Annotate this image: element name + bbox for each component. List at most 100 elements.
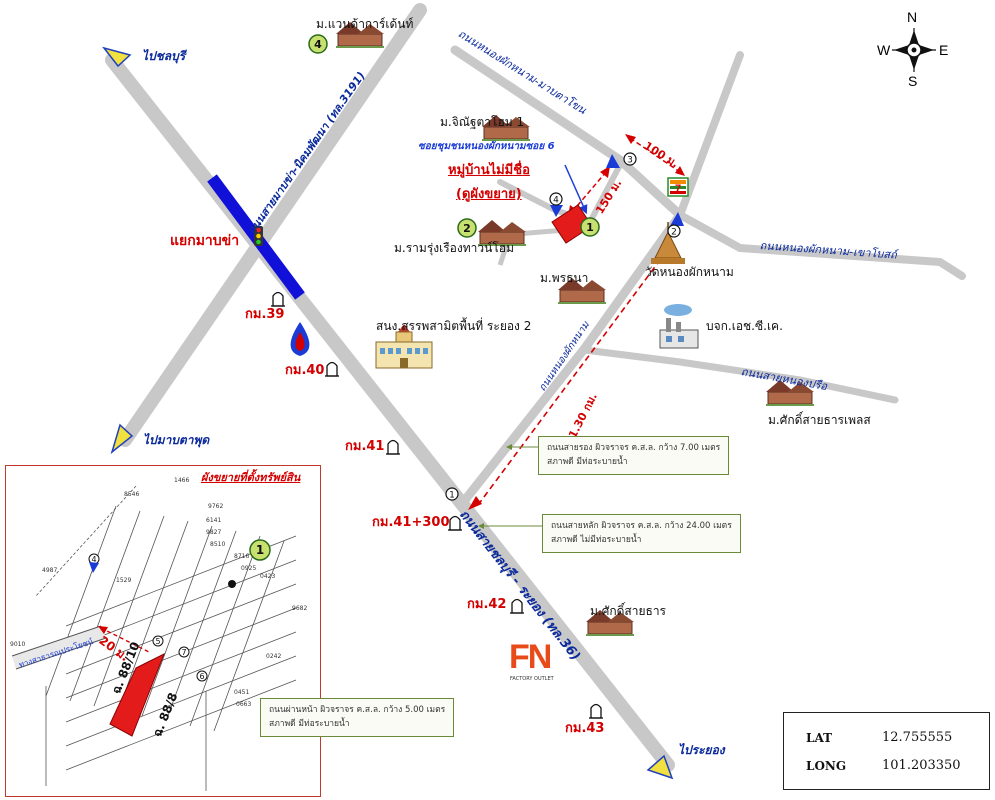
inset-road [12, 626, 106, 669]
label-village-title: หมู่บ้านไม่มีชื่อ [448, 163, 530, 178]
label-km42: กม.42 [467, 597, 507, 612]
note-secondary-road: ถนนสายรอง ผิวจราจร ค.ส.ล. กว้าง 7.00 เมต… [538, 436, 730, 476]
lot-boundary [45, 505, 117, 697]
seven-eleven-icon: 7 [667, 177, 689, 197]
number-badge: 4 [549, 192, 563, 206]
house-icon [482, 115, 530, 141]
fn-logo-sub: FACTORY OUTLET [510, 676, 554, 682]
badge-number: 1 [586, 221, 594, 234]
inset-tri-4 [89, 562, 99, 573]
km-stone-icon [325, 361, 339, 377]
arrow-to-rayong [646, 754, 674, 780]
inset-dist-line [100, 627, 152, 654]
plot-number: 8510 [210, 541, 226, 548]
lot-boundary [165, 530, 237, 722]
inset-number-badge: 5 [152, 635, 164, 647]
plot-number: 9762 [208, 503, 224, 510]
note-main-line1: ถนนสายหลัก ผิวจราจร ค.ส.ล. กว้าง 24.00 เ… [551, 521, 732, 531]
factory-icon [659, 304, 699, 349]
house-icon [766, 380, 814, 406]
house-icon [478, 220, 526, 246]
lot-boundary [65, 655, 297, 747]
label-soi: ซอยชุมชนหนองผักหนามซอย 6 [418, 141, 555, 152]
white-badges: 4 3 2 1 [445, 152, 681, 501]
label-wonderland: ม.แวนด้าการ์เด้นท์ [316, 17, 414, 31]
house-icon [558, 278, 606, 304]
km-stone-icon [510, 598, 524, 614]
plot-number: 0663 [236, 701, 252, 708]
note-secondary-line2: สภาพดี มีท่อระบายน้ำ [547, 456, 628, 467]
inset-road-edge-a [11, 625, 102, 657]
green-badge: 4 [308, 34, 328, 54]
label-ramrung: ม.รามรุ่งเรืองทาวน์โฮม [394, 241, 515, 255]
plot-number: 9682 [292, 605, 308, 612]
direction-arrows [102, 46, 674, 780]
dist-150-arrow [600, 166, 610, 178]
badge-number: 4 [91, 555, 96, 564]
inset-lots: 4 5 7 6 1 [35, 485, 297, 791]
km-stone-icon [271, 291, 285, 307]
svg-text:7: 7 [675, 183, 681, 195]
lat-value: 12.755555 [882, 730, 953, 745]
compass-w: W [877, 42, 891, 58]
road-3191 [118, 3, 427, 447]
label-village-sub: (ดูผังขยาย) [456, 187, 522, 202]
plot-number: 6141 [206, 517, 222, 524]
office-building-icon [375, 324, 433, 369]
compass-e: E [939, 42, 949, 58]
gas-station-icon [290, 322, 310, 356]
green-badge: 1 [580, 217, 600, 237]
fn-logo: FN [509, 638, 552, 676]
label-saksit-pless: ม.ศักดิ์สายธารเพลส [768, 413, 871, 427]
plot-number: 0451 [234, 689, 250, 696]
badge-number: 3 [627, 156, 633, 166]
inset-dist-arrow [98, 626, 108, 634]
number-badge: 3 [623, 152, 637, 166]
label-jinjutha: ม.จิณัฐตาโฮม 1 [440, 115, 525, 129]
label-to-rayong: ไประยอง [678, 743, 725, 757]
note-front-line2: สภาพดี มีท่อระบายน้ำ [269, 718, 350, 729]
number-badge: 1 [445, 487, 459, 501]
inset-road-edge-b [15, 637, 107, 670]
green-badge: 2 [457, 218, 477, 238]
inset-number-badge: 7 [178, 646, 190, 658]
inset-drawing: 4 5 7 6 1 [11, 485, 297, 791]
lot-boundary [65, 583, 297, 675]
badge-number: 1 [256, 543, 264, 557]
plot-number: 1529 [116, 577, 132, 584]
note-pointers [478, 444, 542, 529]
traffic-light-icon [254, 226, 263, 246]
plot-number: 9010 [10, 641, 26, 648]
badge-number: 2 [463, 222, 471, 235]
route-arrow-head [468, 496, 482, 510]
lot-boundary [213, 540, 285, 732]
road-north-east [676, 51, 744, 219]
badge-number: 5 [155, 637, 160, 646]
house-icon [336, 22, 384, 48]
dist-100-arrow [625, 134, 636, 144]
triangle-marker-4 [550, 205, 563, 217]
badge-number: 1 [449, 491, 455, 501]
badge-number: 6 [199, 672, 204, 681]
label-office: สนง.สรรพสามิตพื้นที่ ระยอง 2 [376, 319, 532, 333]
plot-number: 8546 [124, 491, 140, 498]
note-secondary-line1: ถนนสายรอง ผิวจราจร ค.ส.ล. กว้าง 7.00 เมต… [547, 443, 721, 453]
green-badges: 4 2 1 [308, 34, 600, 238]
long-value: 101.203350 [882, 758, 961, 773]
plot-number: 4987 [42, 567, 58, 574]
label-porntana: ม.พรธนา [540, 271, 589, 285]
triangle-marker-2 [670, 212, 684, 226]
lat-label: LAT [806, 731, 833, 745]
badge-number: 2 [671, 228, 677, 238]
arrow-to-map-ta-phut [110, 423, 134, 455]
compass-icon [892, 28, 936, 72]
road-nong-prue [581, 346, 899, 404]
label-to-map-ta-phut: ไปมาบตาพุด [143, 433, 210, 447]
lot-boundary [141, 525, 213, 717]
plot-number: 0423 [260, 573, 276, 580]
plot-number: 0242 [266, 653, 282, 660]
coordinate-box: LAT 12.755555 LONG 101.203350 [783, 712, 990, 790]
badge-number: 4 [553, 196, 559, 206]
lot-boundary [65, 679, 297, 771]
